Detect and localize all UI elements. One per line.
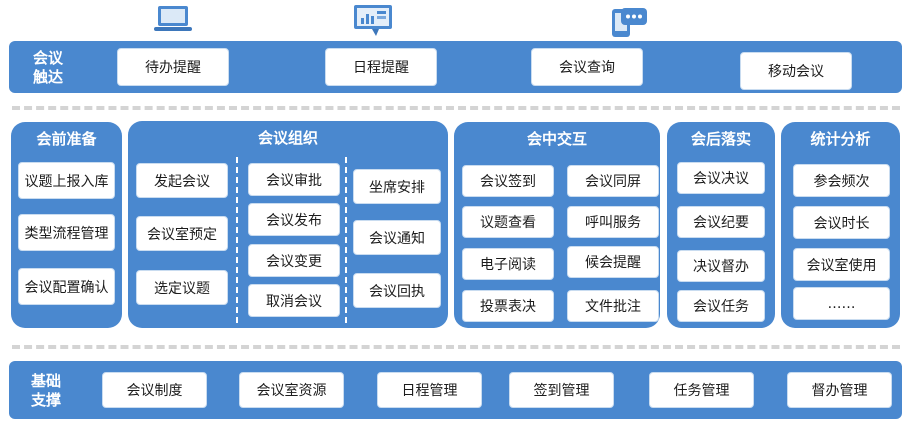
chip-document-annotation[interactable]: 文件批注 <box>567 290 659 322</box>
chip-meeting-tasks[interactable]: 会议任务 <box>677 290 765 322</box>
chip-checkin-mgmt[interactable]: 签到管理 <box>509 372 614 408</box>
top-band-title: 会议 触达 <box>22 49 74 87</box>
bottom-band-title-line1: 基础 <box>30 372 61 390</box>
panel-post-meeting-title: 会后落实 <box>690 130 751 148</box>
chip-seat-arrangement[interactable]: 坐席安排 <box>353 169 441 204</box>
chip-meeting-duration[interactable]: 会议时长 <box>793 206 890 239</box>
chip-meeting-config-confirm[interactable]: 会议配置确认 <box>18 268 115 305</box>
chip-cancel-meeting[interactable]: 取消会议 <box>248 284 340 317</box>
chip-screen-share[interactable]: 会议同屏 <box>567 165 659 197</box>
chip-initiate-meeting[interactable]: 发起会议 <box>136 163 228 198</box>
chip-meeting-publish[interactable]: 会议发布 <box>248 203 340 236</box>
chip-type-flow-mgmt[interactable]: 类型流程管理 <box>18 214 115 251</box>
chip-e-reading[interactable]: 电子阅读 <box>462 248 554 280</box>
chip-meeting-change[interactable]: 会议变更 <box>248 244 340 277</box>
laptop-icon <box>153 4 193 34</box>
chip-meeting-minutes[interactable]: 会议纪要 <box>677 206 765 238</box>
chip-meeting-approval[interactable]: 会议审批 <box>248 163 340 196</box>
chip-view-topics[interactable]: 议题查看 <box>462 206 554 238</box>
chip-voting[interactable]: 投票表决 <box>462 290 554 322</box>
chip-meeting-receipt[interactable]: 会议回执 <box>353 273 441 308</box>
chip-room-booking[interactable]: 会议室预定 <box>136 216 228 251</box>
chip-task-mgmt[interactable]: 任务管理 <box>649 372 754 408</box>
chip-room-usage[interactable]: 会议室使用 <box>793 248 890 281</box>
chip-schedule-mgmt[interactable]: 日程管理 <box>377 372 482 408</box>
dashboard-tablet-icon <box>352 3 394 37</box>
bottom-band-title-line2: 支撑 <box>30 391 61 409</box>
top-band-title-line1: 会议 <box>32 49 63 67</box>
mobile-chat-icon <box>609 5 649 39</box>
chip-resolution-supervision[interactable]: 决议督办 <box>677 250 765 282</box>
chip-attendance-frequency[interactable]: 参会频次 <box>793 164 890 197</box>
chip-more-ellipsis[interactable]: …… <box>793 287 890 320</box>
chip-supervision-mgmt[interactable]: 督办管理 <box>787 372 892 408</box>
chip-meeting-checkin[interactable]: 会议签到 <box>462 165 554 197</box>
top-band-title-line2: 触达 <box>32 68 63 86</box>
chip-schedule-reminder[interactable]: 日程提醒 <box>325 48 437 86</box>
bottom-band-title: 基础 支撑 <box>20 372 72 410</box>
panel-in-meeting-title: 会中交互 <box>526 130 587 148</box>
chip-room-resources[interactable]: 会议室资源 <box>239 372 344 408</box>
chip-waiting-reminder[interactable]: 候会提醒 <box>567 246 659 278</box>
bottom-divider <box>12 345 900 349</box>
top-divider <box>12 106 900 110</box>
chip-call-service[interactable]: 呼叫服务 <box>567 206 659 238</box>
panel-statistics-title: 统计分析 <box>810 130 871 148</box>
panel-meeting-org-title: 会议组织 <box>257 129 318 147</box>
chip-todo-reminder[interactable]: 待办提醒 <box>117 48 229 86</box>
chip-meeting-policy[interactable]: 会议制度 <box>102 372 207 408</box>
chip-meeting-query[interactable]: 会议查询 <box>531 48 643 86</box>
chip-mobile-meeting[interactable]: 移动会议 <box>740 52 852 90</box>
org-divider-1 <box>236 157 238 323</box>
chip-meeting-notice[interactable]: 会议通知 <box>353 220 441 255</box>
chip-topic-submission[interactable]: 议题上报入库 <box>18 162 115 199</box>
org-divider-2 <box>345 157 347 323</box>
panel-pre-meeting-title: 会前准备 <box>36 130 97 148</box>
chip-select-topics[interactable]: 选定议题 <box>136 270 228 305</box>
chip-meeting-resolution[interactable]: 会议决议 <box>677 162 765 194</box>
